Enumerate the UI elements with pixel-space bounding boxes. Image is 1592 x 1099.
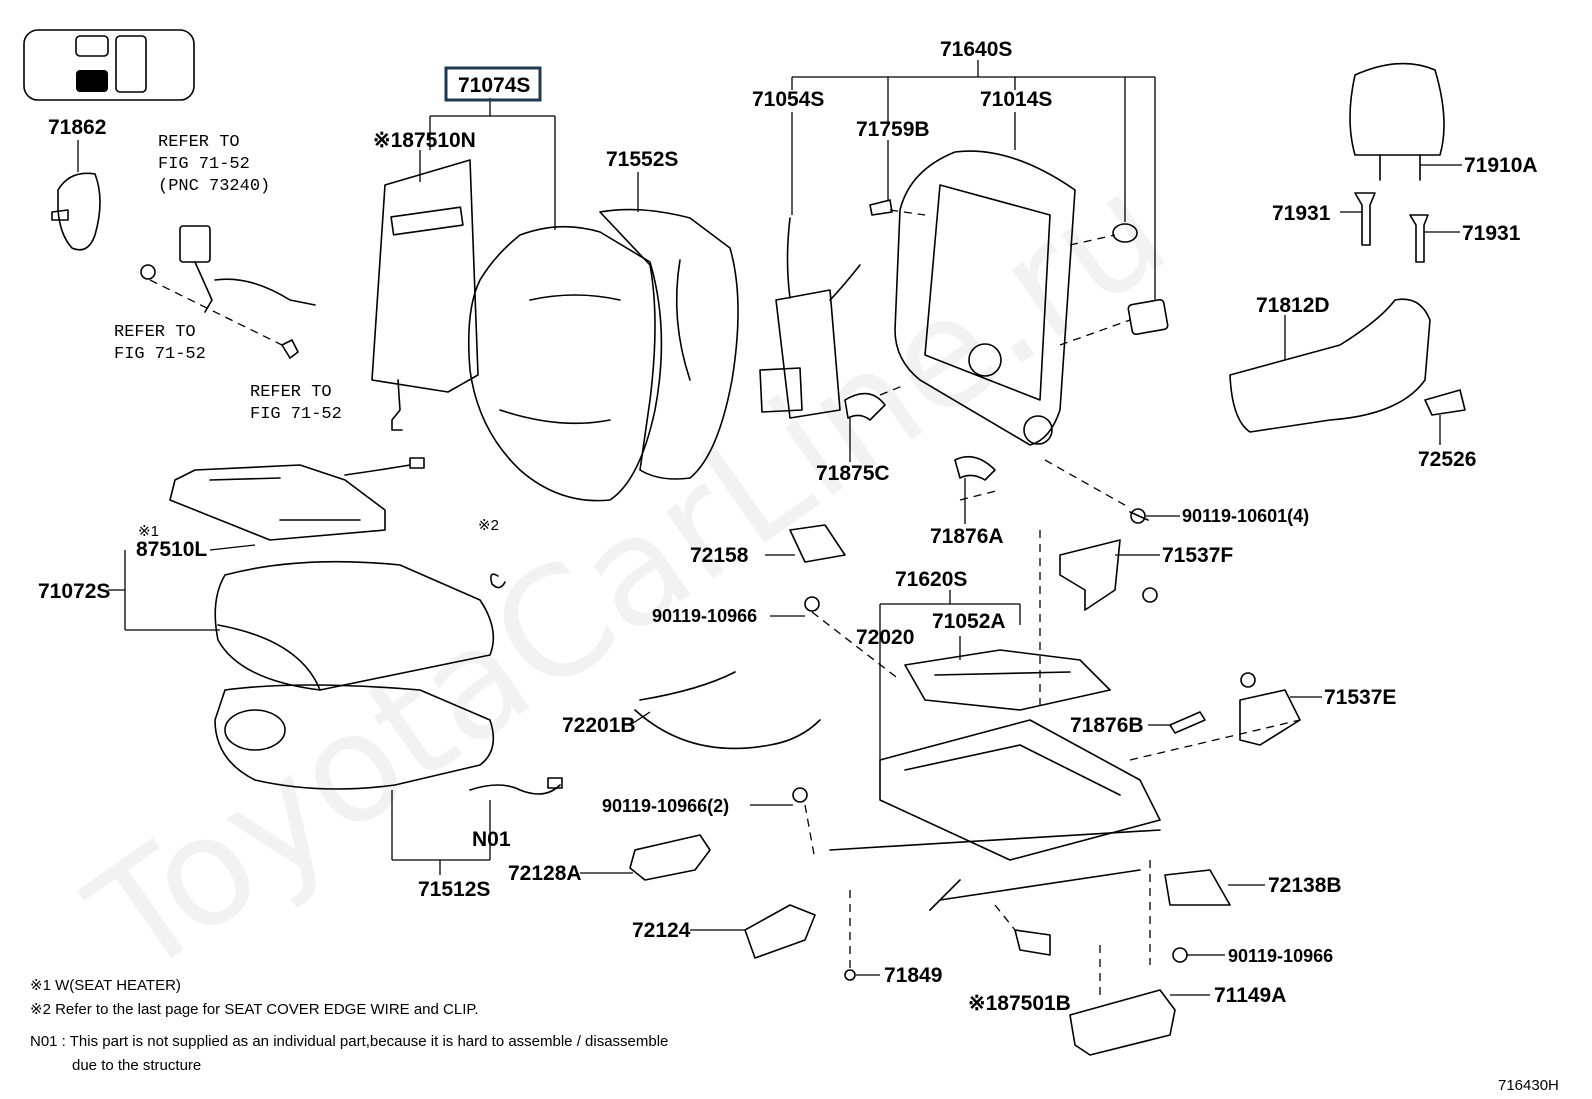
part-71052A-shape <box>904 649 1111 711</box>
part-72201B-shape <box>634 671 821 750</box>
part-87501B-shape <box>1014 929 1051 956</box>
label-71931-right[interactable]: 71931 <box>1462 222 1521 245</box>
label-72201B[interactable]: 72201B <box>562 714 636 737</box>
highlight-box-71074S <box>444 66 542 102</box>
label-72124[interactable]: 72124 <box>632 919 691 942</box>
label-71052A[interactable]: 71052A <box>932 610 1006 633</box>
part-71862-shape <box>51 172 101 251</box>
label-72158[interactable]: 72158 <box>690 544 749 567</box>
part-72158-shape <box>789 524 846 563</box>
part-71910A-shape <box>1349 62 1445 181</box>
watermark-text: ToyotaCarLine.ru <box>60 142 1196 1010</box>
label-72526[interactable]: 72526 <box>1418 448 1476 471</box>
part-71537F-shape <box>1059 539 1121 611</box>
label-71074S[interactable]: 71074S <box>458 74 530 97</box>
label-90119-10601[interactable]: 90119-10601(4) <box>1182 506 1309 526</box>
label-71512S[interactable]: 71512S <box>418 878 490 901</box>
screw-2-shape <box>1240 672 1256 688</box>
part-71875C-shape <box>844 392 886 421</box>
grommet-shape <box>1112 223 1138 243</box>
label-71014S[interactable]: 71014S <box>980 88 1052 111</box>
label-71876A[interactable]: 71876A <box>930 525 1004 548</box>
label-71862[interactable]: 71862 <box>48 116 106 139</box>
cushion-hole-shape <box>224 709 286 751</box>
label-71054S[interactable]: 71054S <box>752 88 824 111</box>
part-87510L-shape <box>169 457 425 541</box>
label-71537F[interactable]: 71537F <box>1162 544 1233 567</box>
part-71014S-shape <box>894 150 1076 446</box>
part-71876B-shape <box>1169 711 1206 734</box>
label-72020[interactable]: 72020 <box>856 626 914 649</box>
part-71552S-shape <box>599 208 739 480</box>
part-71512S-shape <box>214 684 495 790</box>
footnote-3-line2: due to the structure <box>72 1057 201 1074</box>
part-71054S-shape <box>759 217 861 419</box>
label-90119-10966-right[interactable]: 90119-10966 <box>1228 946 1333 966</box>
bolt-90119-10966-2-shape <box>792 787 808 803</box>
label-87510L-mark: ※1 <box>138 523 159 540</box>
bolt-90119-10601-shape <box>1129 508 1149 524</box>
label-71552S[interactable]: 71552S <box>606 148 678 171</box>
part-71931-shapes <box>1354 192 1429 263</box>
part-N01-shape <box>469 784 561 795</box>
footnote-2: ※2 Refer to the last page for SEAT COVER… <box>30 1001 479 1018</box>
part-72124-shape <box>744 904 816 959</box>
label-90119-10966-2[interactable]: 90119-10966(2) <box>602 796 729 816</box>
refer-note-3-line1[interactable]: REFER TO <box>250 383 332 402</box>
part-clip-shape <box>1127 298 1169 336</box>
label-87510L[interactable]: 87510L <box>136 538 207 561</box>
label-71759B[interactable]: 71759B <box>856 118 930 141</box>
part-71876A-shape <box>954 455 996 481</box>
refer-note-2-line2[interactable]: FIG 71-52 <box>114 345 206 364</box>
refer-note-2-line1[interactable]: REFER TO <box>114 323 196 342</box>
part-71849-shape <box>844 969 856 981</box>
part-71074S-shape <box>467 225 663 502</box>
label-90119-10966[interactable]: 90119-10966 <box>652 606 757 626</box>
label-71620S[interactable]: 71620S <box>895 568 967 591</box>
part-72138B-shape <box>1164 869 1231 906</box>
label-71849[interactable]: 71849 <box>884 964 942 987</box>
connector-shape <box>547 777 563 789</box>
seat-position-icon <box>23 29 195 101</box>
part-71620S-shape <box>829 719 1161 911</box>
footnote-3-line1: N01 : This part is not supplied as an in… <box>30 1033 668 1050</box>
label-71640S[interactable]: 71640S <box>940 38 1012 61</box>
label-71149A[interactable]: 71149A <box>1214 984 1286 1007</box>
part-71537E-shape <box>1239 689 1301 746</box>
label-N01[interactable]: N01 <box>472 828 511 851</box>
footnote-1: ※1 W(SEAT HEATER) <box>30 977 181 994</box>
label-71876B[interactable]: 71876B <box>1070 714 1144 737</box>
refer-note-1-line2[interactable]: FIG 71-52 <box>158 155 250 174</box>
label-71931-left[interactable]: 71931 <box>1272 202 1331 225</box>
mark-2-label: ※2 <box>478 517 499 534</box>
label-87501B[interactable]: ※187501B <box>968 992 1071 1015</box>
label-71812D[interactable]: 71812D <box>1256 294 1330 317</box>
bolt-90119-10966-right-shape <box>1172 947 1188 963</box>
bolt-90119-10966-shape <box>804 596 820 612</box>
spring-wire-shape <box>934 671 1071 676</box>
label-87510N[interactable]: ※187510N <box>373 129 476 152</box>
part-71149A-shape <box>1069 989 1176 1056</box>
label-72138B[interactable]: 72138B <box>1268 874 1342 897</box>
label-71537E[interactable]: 71537E <box>1324 686 1396 709</box>
edge-wire-clip-shape <box>490 573 506 589</box>
part-87510N-shape <box>371 159 479 431</box>
screw-shape <box>1142 587 1158 603</box>
refer-note-3-line2[interactable]: FIG 71-52 <box>250 405 342 424</box>
diagram-code: 716430H <box>1498 1077 1559 1094</box>
label-71875C[interactable]: 71875C <box>816 462 890 485</box>
leader-lines <box>108 60 1462 996</box>
label-71910A[interactable]: 71910A <box>1464 154 1538 177</box>
part-71759B-shape <box>869 199 893 216</box>
part-72526-shape <box>1424 389 1466 416</box>
cushion-seam-shape <box>217 624 321 691</box>
refer-note-1-line1[interactable]: REFER TO <box>158 133 240 152</box>
part-72128A-shape <box>629 834 711 881</box>
part-71812D-shape <box>1229 298 1431 433</box>
refer-note-1-line3[interactable]: (PNC 73240) <box>158 177 270 196</box>
label-72128A[interactable]: 72128A <box>508 862 582 885</box>
label-71072S[interactable]: 71072S <box>38 580 110 603</box>
